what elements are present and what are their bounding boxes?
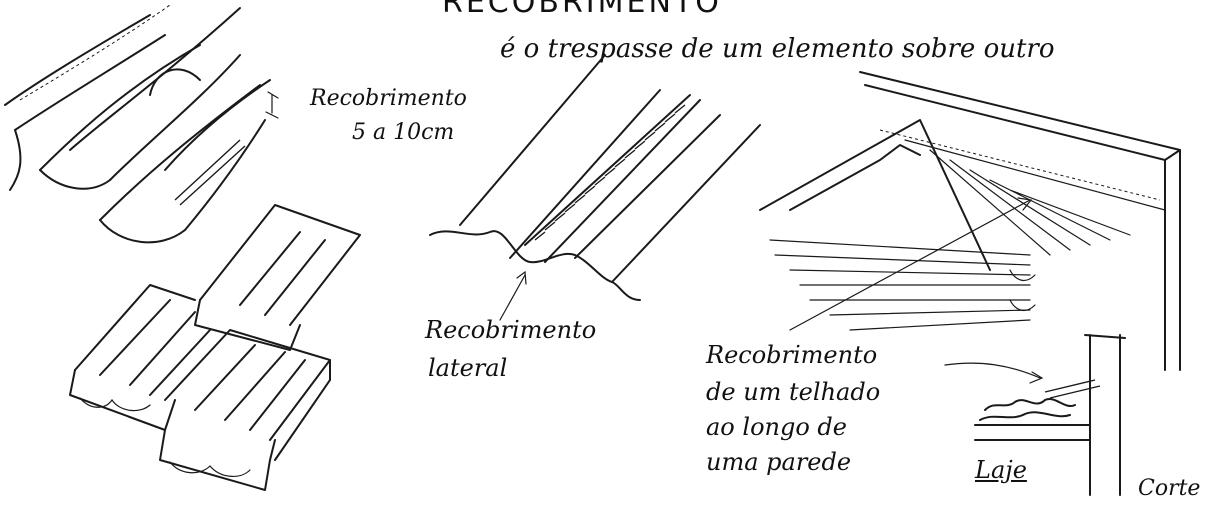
label-telhado-line1: Recobrimento [706, 341, 878, 369]
roof-wall-sketch [759, 71, 1181, 371]
label-recobrimento-range: 5 a 10cm [352, 120, 455, 145]
curved-tiles-sketch [4, 4, 279, 244]
definition-text: é o trespasse de um elemento sobre outro [500, 34, 1055, 64]
section-detail-sketch [944, 334, 1126, 496]
corrugated-sheet-sketch [429, 54, 761, 321]
label-recobrimento: Recobrimento [310, 86, 467, 111]
label-laje: Laje [975, 456, 1027, 484]
label-telhado-line4: uma parede [706, 448, 852, 476]
label-telhado-line2: de um telhado [706, 378, 881, 406]
page-title: RECOBRIMENTO [442, 0, 722, 20]
label-lateral-line2: lateral [428, 354, 508, 382]
interlocking-tiles-sketch [69, 204, 361, 491]
label-corte: Corte [1138, 476, 1201, 501]
label-lateral-line1: Recobrimento [425, 316, 597, 344]
label-telhado-line3: ao longo de [706, 413, 847, 441]
